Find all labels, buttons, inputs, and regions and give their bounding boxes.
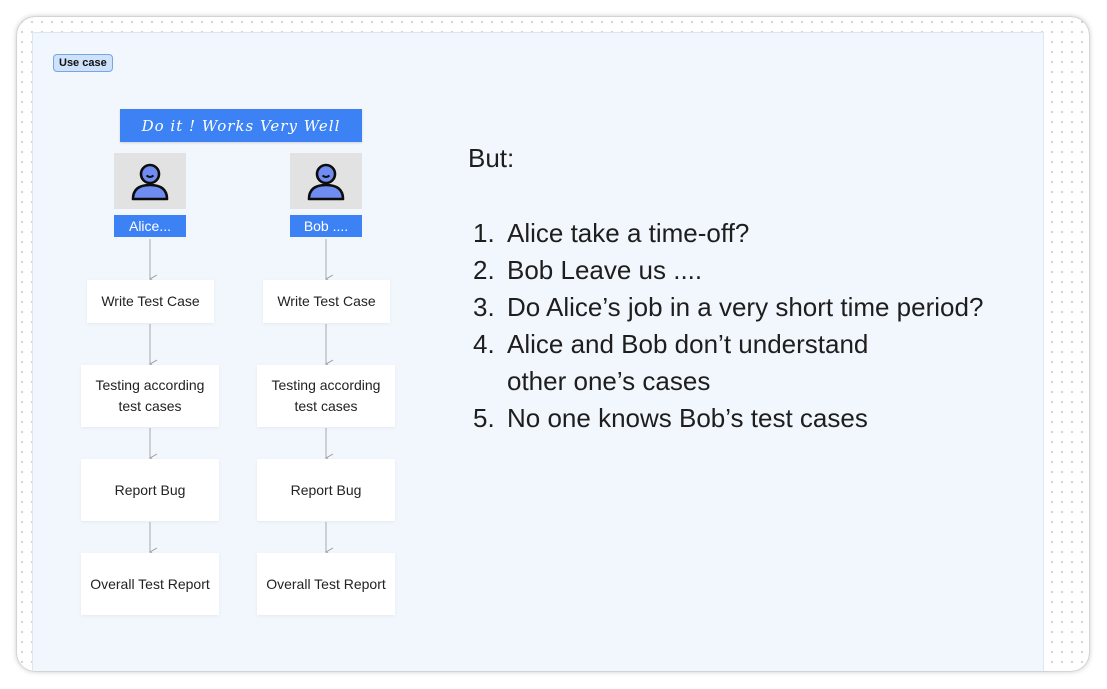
list-item: 1. Alice take a time-off?	[473, 215, 1047, 252]
list-item-number: 2.	[473, 255, 495, 285]
list-item-number: 3.	[473, 292, 495, 322]
use-case-frame[interactable]: Use case Do it ! Works Very Well Alice..…	[32, 32, 1044, 671]
list-item-number: 1.	[473, 218, 495, 248]
list-item: 2. Bob Leave us ....	[473, 252, 1047, 289]
user-avatar-icon	[307, 163, 345, 201]
list-item: 5. No one knows Bob’s test cases	[473, 400, 1047, 437]
alice-name-tag[interactable]: Alice...	[114, 215, 186, 237]
bob-step-write-test-case[interactable]: Write Test Case	[263, 280, 390, 323]
bob-name-tag[interactable]: Bob ....	[290, 215, 362, 237]
alice-step-report-bug[interactable]: Report Bug	[81, 459, 219, 521]
bob-step-overall-report[interactable]: Overall Test Report	[257, 553, 395, 615]
alice-step-overall-report[interactable]: Overall Test Report	[81, 553, 219, 615]
issues-list[interactable]: 1. Alice take a time-off? 2. Bob Leave u…	[473, 215, 1047, 437]
list-item: 4. Alice and Bob don’t understand other …	[473, 326, 1047, 400]
frame-label[interactable]: Use case	[53, 54, 113, 72]
alice-step-testing[interactable]: Testing according test cases	[81, 365, 219, 427]
bob-step-testing[interactable]: Testing according test cases	[257, 365, 395, 427]
issues-title[interactable]: But:	[468, 143, 515, 173]
bob-step-report-bug[interactable]: Report Bug	[257, 459, 395, 521]
banner-do-it[interactable]: Do it ! Works Very Well	[120, 109, 362, 142]
list-item: 3. Do Alice’s job in a very short time p…	[473, 289, 1047, 326]
user-avatar-icon	[131, 163, 169, 201]
list-item-text: Bob Leave us ....	[507, 255, 703, 285]
list-item-number: 5.	[473, 403, 495, 433]
list-item-number: 4.	[473, 329, 495, 359]
bob-avatar[interactable]	[290, 153, 362, 209]
alice-avatar[interactable]	[114, 153, 186, 209]
alice-step-write-test-case[interactable]: Write Test Case	[87, 280, 214, 323]
list-item-text: Alice and Bob don’t understand other one…	[507, 329, 869, 396]
whiteboard-canvas[interactable]: Use case Do it ! Works Very Well Alice..…	[17, 17, 1089, 671]
list-item-text: Alice take a time-off?	[507, 218, 750, 248]
list-item-text: No one knows Bob’s test cases	[507, 403, 868, 433]
list-item-text: Do Alice’s job in a very short time peri…	[507, 292, 984, 322]
